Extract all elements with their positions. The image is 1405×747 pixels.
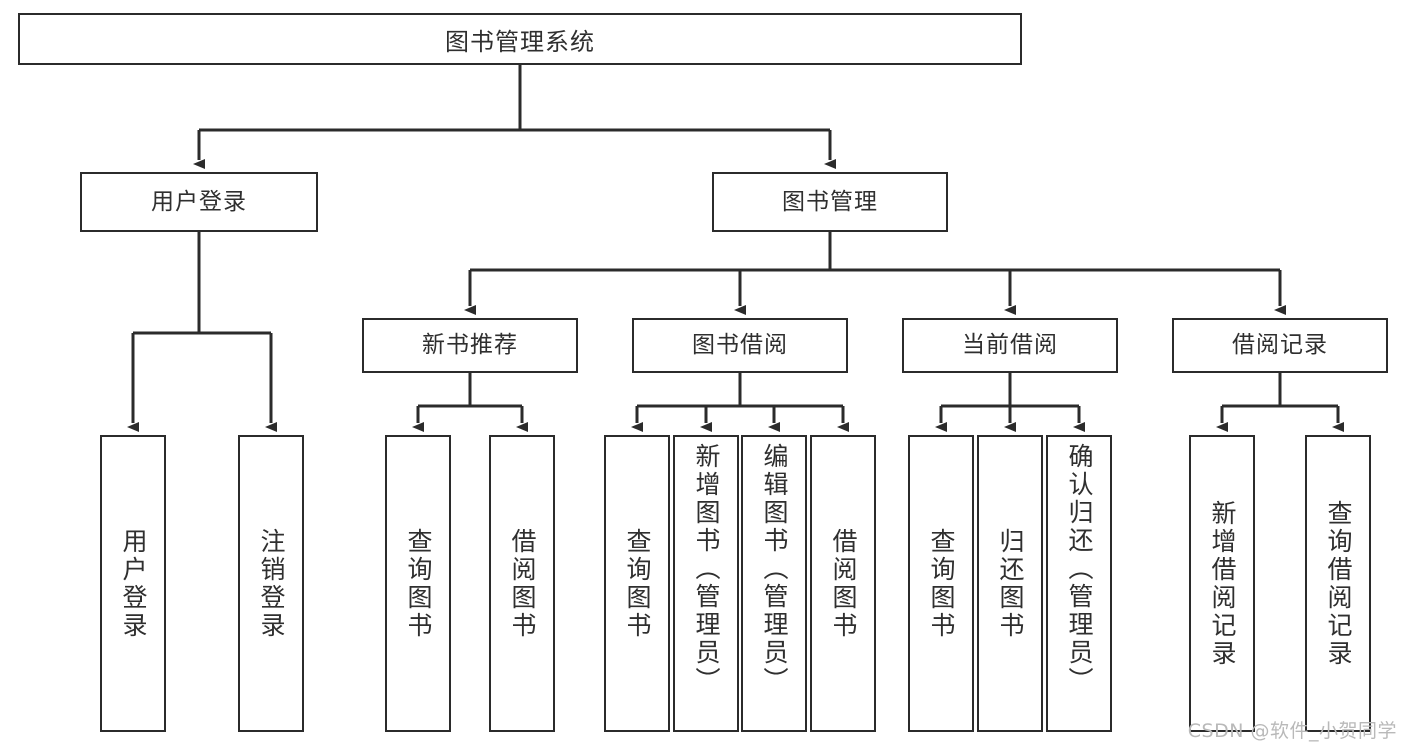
leaf-label: 注销登录: [257, 527, 286, 640]
leaf-current-borrow-query-book[interactable]: 查询图书: [908, 435, 974, 732]
node-new-book-recommend[interactable]: 新书推荐: [362, 318, 578, 373]
leaf-label: 查询图书: [623, 527, 652, 640]
leaf-new-book-query-book[interactable]: 查询图书: [385, 435, 451, 732]
leaf-new-book-borrow-book[interactable]: 借阅图书: [489, 435, 555, 732]
node-label: 用户登录: [151, 188, 247, 215]
leaf-current-borrow-return-book[interactable]: 归还图书: [977, 435, 1043, 732]
leaf-label: 查询借阅记录: [1324, 499, 1353, 668]
leaf-label: 查询图书: [404, 527, 433, 640]
leaf-user-login-logout[interactable]: 注销登录: [238, 435, 304, 732]
leaf-borrow-record-add-record[interactable]: 新增借阅记录: [1189, 435, 1255, 732]
leaf-user-login-login[interactable]: 用户登录: [100, 435, 166, 732]
node-label: 借阅记录: [1232, 332, 1328, 358]
node-book-management[interactable]: 图书管理: [712, 172, 948, 232]
node-book-borrow[interactable]: 图书借阅: [632, 318, 848, 373]
leaf-label: 借阅图书: [829, 527, 858, 640]
leaf-label: 新增借阅记录: [1208, 499, 1237, 668]
leaf-current-borrow-confirm-return-admin[interactable]: 确认归还（管理员）: [1046, 435, 1112, 732]
leaf-label: 归还图书: [996, 527, 1025, 640]
leaf-book-borrow-borrow-book[interactable]: 借阅图书: [810, 435, 876, 732]
node-user-login[interactable]: 用户登录: [80, 172, 318, 232]
node-label: 当前借阅: [962, 332, 1058, 358]
leaf-label: 用户登录: [119, 527, 148, 640]
node-borrow-record[interactable]: 借阅记录: [1172, 318, 1388, 373]
leaf-label: 借阅图书: [508, 527, 537, 640]
node-label: 图书借阅: [692, 332, 788, 358]
leaf-label: 编辑图书（管理员）: [760, 443, 789, 695]
node-label: 新书推荐: [422, 332, 518, 358]
leaf-label: 新增图书（管理员）: [692, 443, 721, 695]
leaf-book-borrow-add-book-admin[interactable]: 新增图书（管理员）: [673, 435, 739, 732]
node-label: 图书管理系统: [445, 27, 595, 56]
leaf-book-borrow-query-book[interactable]: 查询图书: [604, 435, 670, 732]
node-current-borrow[interactable]: 当前借阅: [902, 318, 1118, 373]
leaf-book-borrow-edit-book-admin[interactable]: 编辑图书（管理员）: [741, 435, 807, 732]
leaf-label: 确认归还（管理员）: [1065, 443, 1094, 695]
leaf-label: 查询图书: [927, 527, 956, 640]
leaf-borrow-record-query-record[interactable]: 查询借阅记录: [1305, 435, 1371, 732]
node-label: 图书管理: [782, 188, 878, 215]
node-root-book-management-system[interactable]: 图书管理系统: [18, 13, 1022, 65]
